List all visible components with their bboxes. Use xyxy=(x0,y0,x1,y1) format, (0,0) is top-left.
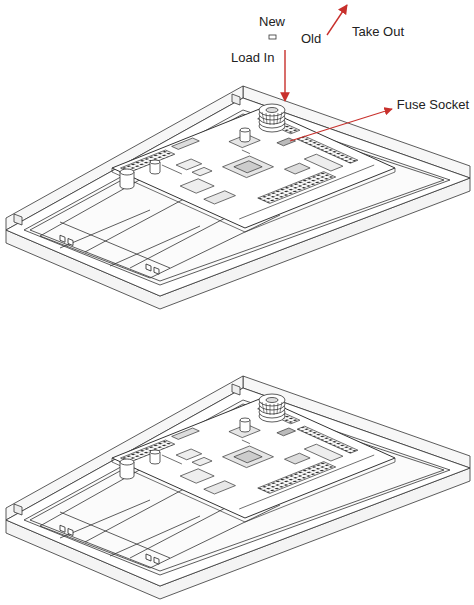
action-label: Load In xyxy=(230,50,275,65)
fuse-new xyxy=(269,35,276,39)
load-in-arrow xyxy=(284,50,285,101)
take-out-arrow xyxy=(327,5,347,35)
part-label: Old xyxy=(300,31,322,46)
action-label: Take Out xyxy=(351,24,405,39)
fuse-socket-leader xyxy=(290,109,392,141)
part-label: New xyxy=(258,14,286,29)
housing-bottom xyxy=(6,376,470,599)
housing-top xyxy=(6,86,470,309)
callout-label: Fuse Socket xyxy=(396,97,470,112)
